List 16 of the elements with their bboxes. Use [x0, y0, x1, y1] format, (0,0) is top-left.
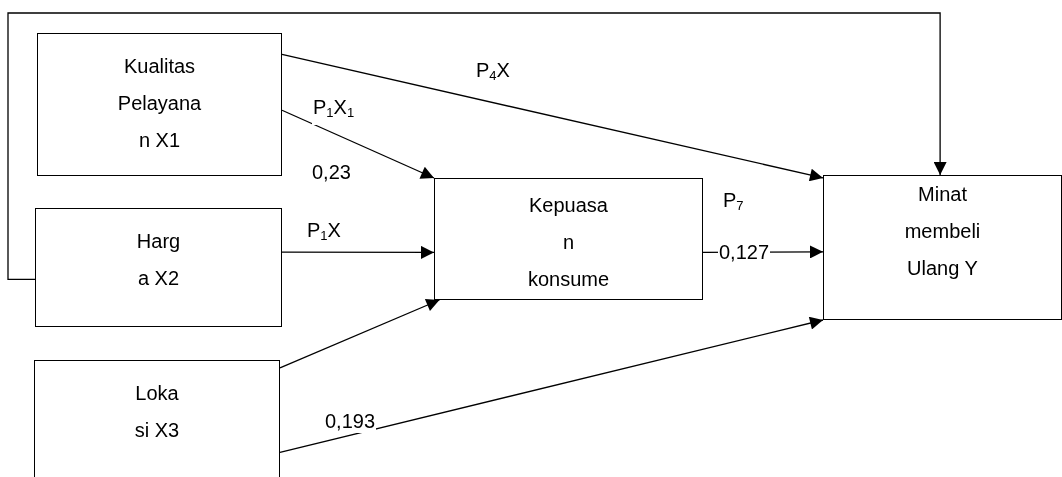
arrow — [281, 53, 824, 182]
arrow — [7, 12, 947, 281]
variable-box — [823, 175, 1062, 320]
arrow — [281, 245, 435, 259]
variable-box — [34, 360, 280, 477]
variable-label: Minat membeli Ulang Y — [903, 182, 982, 281]
variable-box — [35, 208, 282, 327]
variable-label: Harg a X2 — [135, 229, 182, 291]
variable-box — [434, 178, 703, 300]
variable-box — [37, 33, 282, 176]
arrow — [279, 299, 441, 369]
arrow — [281, 109, 435, 179]
variable-label: Kepuasa n konsume — [526, 193, 611, 292]
arrow — [279, 316, 824, 453]
variable-label: Kualitas Pelayana n X1 — [116, 54, 203, 153]
variable-label: Loka si X3 — [133, 381, 181, 443]
